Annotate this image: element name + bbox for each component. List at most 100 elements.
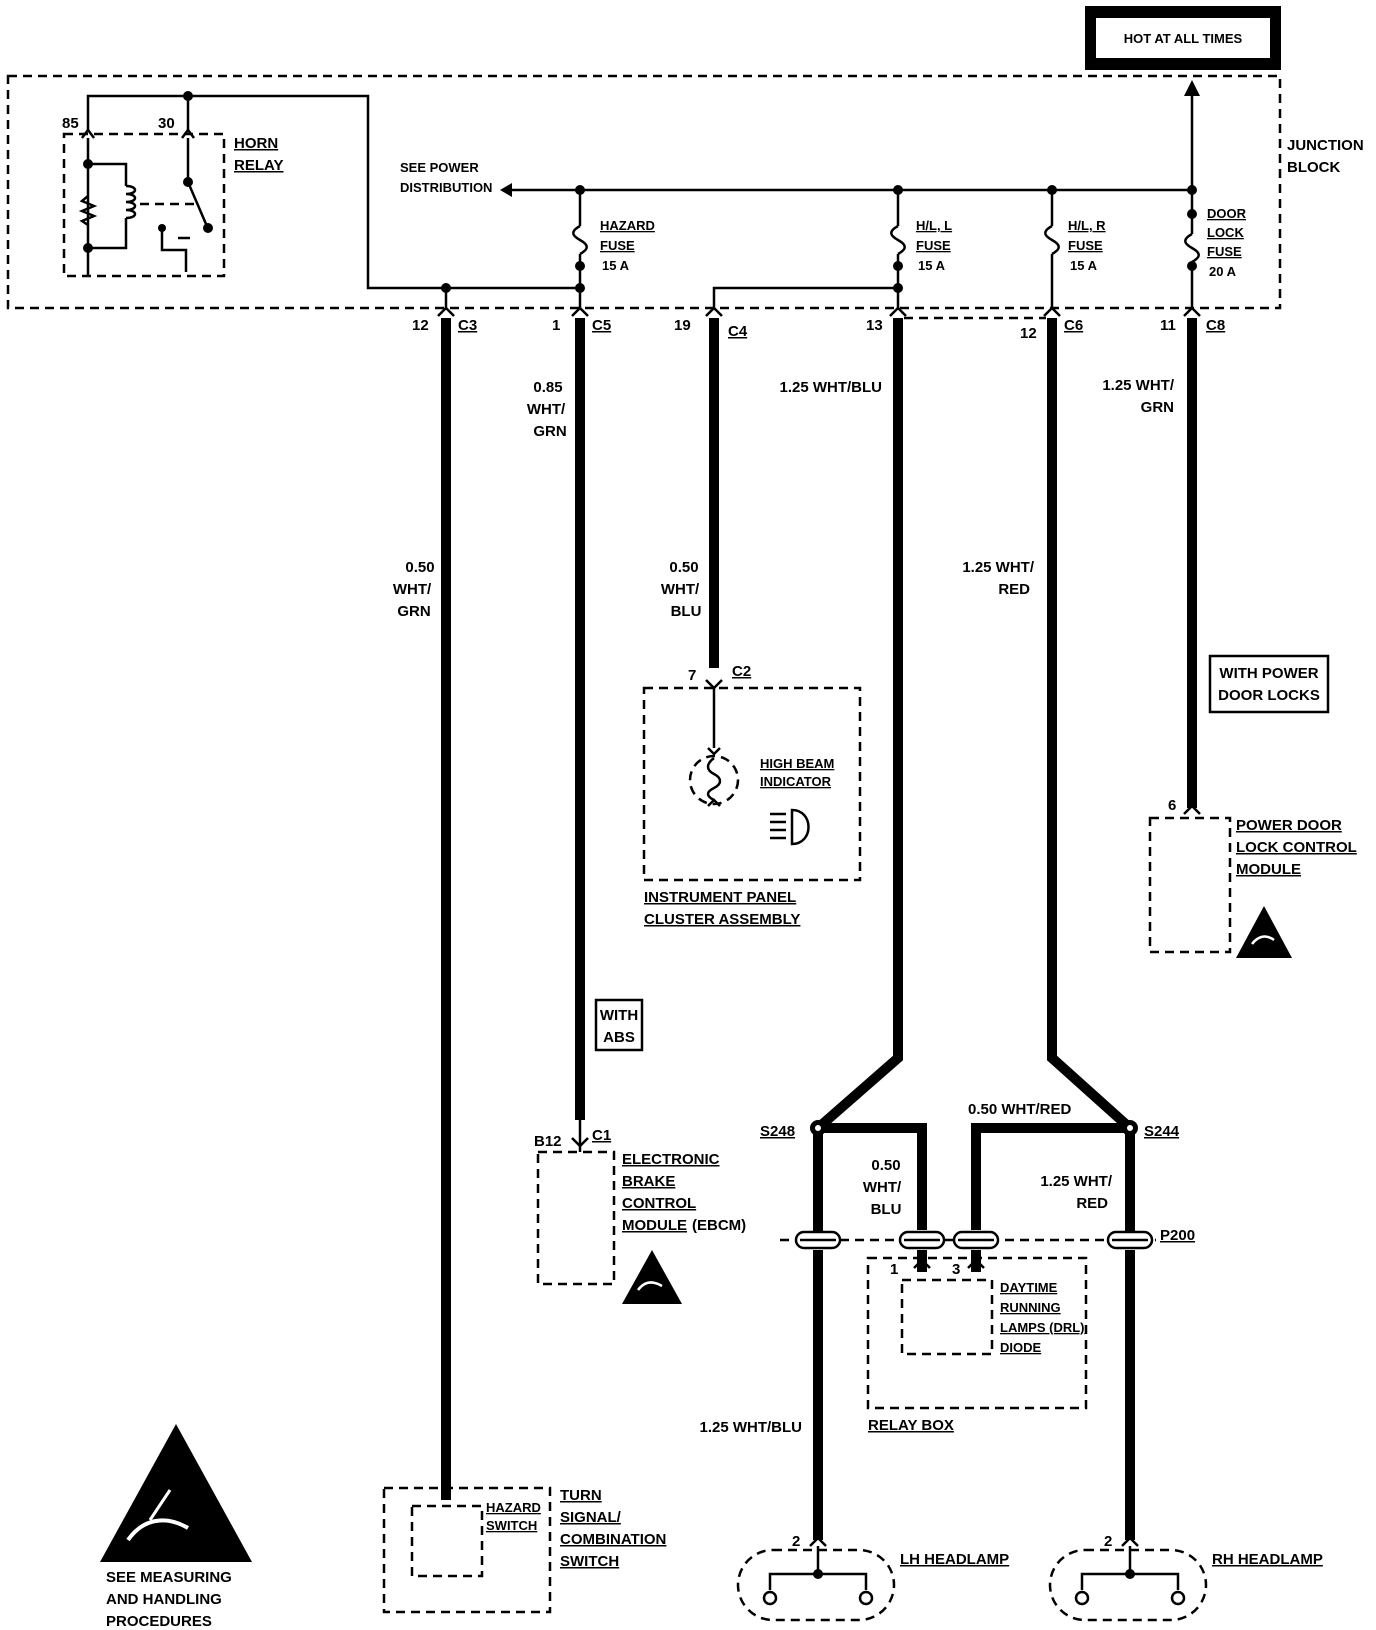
horn-relay-pin-85: 85 (62, 115, 79, 132)
wire-c4-label-2: WHT/ (661, 581, 700, 598)
p200-label: P200 (1160, 1227, 1195, 1244)
with-power-door-locks-label-1: WITH POWER (1219, 665, 1318, 682)
hl-l-fuse (712, 185, 906, 310)
esd-note-line-1: SEE MEASURING (106, 1569, 232, 1586)
wire-drl-blu-label-2: WHT/ (863, 1179, 902, 1196)
hl-l-fuse-rating: 15 A (918, 258, 946, 273)
splice-s248-label: S248 (760, 1123, 795, 1140)
hazard-fuse-rating: 15 A (602, 258, 630, 273)
hl-r-fuse-label-1: H/L, R (1068, 218, 1106, 233)
junction-block-label-2: BLOCK (1287, 159, 1340, 176)
wire-drl-blu-label-3: BLU (871, 1201, 902, 1218)
drl-diode-label-3: LAMPS (DRL) (1000, 1320, 1085, 1335)
turn-signal-label-4: SWITCH (560, 1553, 619, 1570)
turn-signal-label-1: TURN (560, 1487, 602, 1504)
hl-r-fuse-label-2: FUSE (1068, 238, 1103, 253)
splice-s244-label: S244 (1144, 1123, 1180, 1140)
with-abs-label-1: WITH (600, 1007, 638, 1024)
hazard-switch-label-2: SWITCH (486, 1518, 537, 1533)
wire-lh-bottom-label: 1.25 WHT/BLU (699, 1419, 802, 1436)
drl-diode-label-4: DIODE (1000, 1340, 1042, 1355)
lh-headlamp-label: LH HEADLAMP (900, 1551, 1009, 1568)
c13-pin: 13 (866, 317, 883, 334)
high-beam-label-1: HIGH BEAM (760, 756, 834, 771)
c1-name: C1 (592, 1127, 611, 1144)
c4-name: C4 (728, 323, 748, 340)
turn-signal-label-3: COMBINATION (560, 1531, 666, 1548)
esd-icon-pdl (1236, 906, 1292, 958)
rh-headlamp-label: RH HEADLAMP (1212, 1551, 1323, 1568)
with-abs-label-2: ABS (603, 1029, 635, 1046)
high-beam-icon (770, 808, 810, 846)
door-lock-fuse (1184, 185, 1200, 310)
wire-drl-red-label: 0.50 WHT/RED (968, 1101, 1072, 1118)
c2-pin: 7 (688, 667, 696, 684)
ebcm-label-2: BRAKE (622, 1173, 675, 1190)
c3-pin: 12 (412, 317, 429, 334)
wire-c8-label-1: 1.25 WHT/ (1102, 377, 1175, 394)
c8-name: C8 (1206, 317, 1225, 334)
ebcm-label-1: ELECTRONIC (622, 1151, 720, 1168)
relay-box-pin-1: 1 (890, 1261, 898, 1278)
c5-pin: 1 (552, 317, 560, 334)
pdl-pin: 6 (1168, 797, 1176, 814)
connector-chevrons (437, 306, 1201, 317)
lh-headlamp-pin: 2 (792, 1533, 800, 1550)
wire-rh-side-label-2: RED (1076, 1195, 1108, 1212)
wire-hl-r (1047, 318, 1135, 1232)
hl-r-fuse (1044, 185, 1060, 310)
pdl-label-3: MODULE (1236, 861, 1301, 878)
c6-name: C6 (1064, 317, 1083, 334)
c5-name: C5 (592, 317, 611, 334)
lh-headlamp (736, 1536, 896, 1622)
horn-relay (62, 91, 580, 290)
hl-l-fuse-label-2: FUSE (916, 238, 951, 253)
power-door-lock-module (1148, 804, 1232, 954)
junction-block-outline (6, 74, 1282, 310)
wire-c8-label-2: GRN (1141, 399, 1174, 416)
c2-name: C2 (732, 663, 751, 680)
turn-signal-combination-switch (382, 1486, 552, 1614)
esd-note-line-2: AND HANDLING (106, 1591, 222, 1608)
door-lock-fuse-label-3: FUSE (1207, 244, 1242, 259)
relay-box-pin-3: 3 (952, 1261, 960, 1278)
drl-diode-label-1: DAYTIME (1000, 1280, 1058, 1295)
door-lock-fuse-label-1: DOOR (1207, 206, 1247, 221)
esd-warning-icon (100, 1424, 252, 1562)
hot-feed-arrow (1184, 80, 1200, 190)
horn-relay-label-2: RELAY (234, 157, 283, 174)
wire-rh-side-label-1: 1.25 WHT/ (1040, 1173, 1113, 1190)
hazard-fuse-label-2: FUSE (600, 238, 635, 253)
wire-c4-label-3: BLU (671, 603, 702, 620)
wire-hl-l (813, 318, 903, 1232)
c3-name: C3 (458, 317, 477, 334)
hazard-switch-label-1: HAZARD (486, 1500, 541, 1515)
instrument-panel-cluster (642, 679, 862, 882)
wire-c5-label-2: WHT/ (527, 401, 566, 418)
ebcm-module (536, 1120, 616, 1286)
with-power-door-locks-box (1208, 654, 1330, 714)
with-abs-box (594, 998, 644, 1052)
horn-relay-label-1: HORN (234, 135, 278, 152)
wire-hl-r-label-2: RED (998, 581, 1030, 598)
rh-headlamp-pin: 2 (1104, 1533, 1112, 1550)
cluster-label-2: CLUSTER ASSEMBLY (644, 911, 800, 928)
hl-r-fuse-rating: 15 A (1070, 258, 1098, 273)
wire-c5-label-1: 0.85 (533, 379, 562, 396)
esd-note-line-3: PROCEDURES (106, 1613, 212, 1630)
pdl-label-2: LOCK CONTROL (1236, 839, 1357, 856)
hot-at-all-times-box: HOT AT ALL TIMES (1085, 6, 1281, 70)
hl-l-fuse-label-1: H/L, L (916, 218, 952, 233)
turn-signal-label-2: SIGNAL/ (560, 1509, 622, 1526)
rh-headlamp (1048, 1536, 1208, 1622)
wire-s244-drl (971, 1123, 1130, 1230)
wire-s248-drl (818, 1123, 927, 1230)
wire-c3-label-1: 0.50 (405, 559, 434, 576)
hazard-fuse-label-1: HAZARD (600, 218, 655, 233)
power-distribution-label-1: SEE POWER (400, 160, 479, 175)
with-power-door-locks-label-2: DOOR LOCKS (1218, 687, 1320, 704)
c6-pin: 12 (1020, 325, 1037, 342)
pdl-label-1: POWER DOOR (1236, 817, 1342, 834)
relay-box (866, 1250, 1088, 1410)
